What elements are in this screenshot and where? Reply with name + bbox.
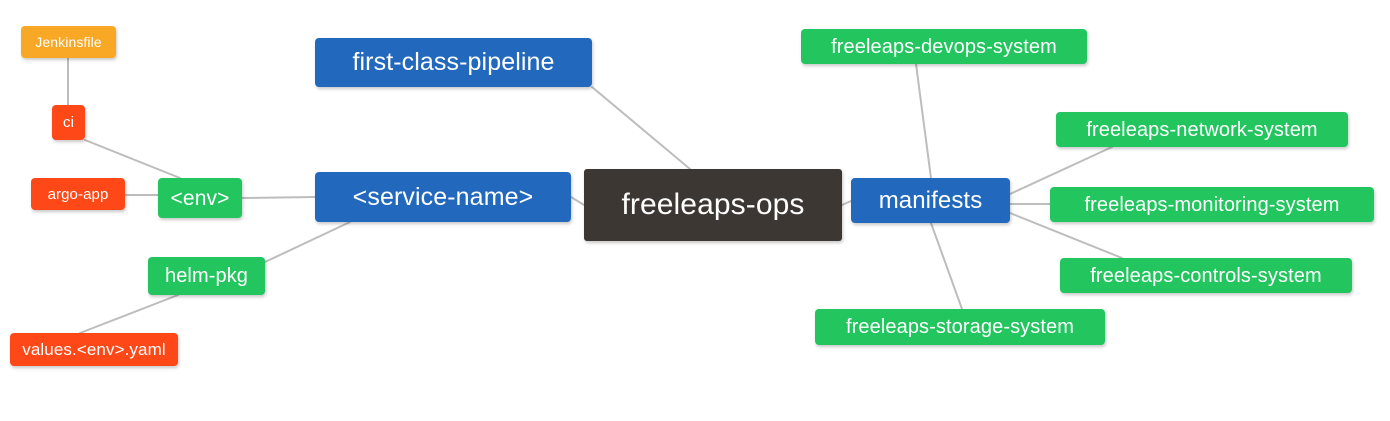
- mindmap-node-manifests[interactable]: manifests: [851, 178, 1010, 223]
- edge-freeleaps-ops-to-service-name: [570, 196, 585, 206]
- mindmap-node-helm-pkg[interactable]: helm-pkg: [148, 257, 265, 295]
- mindmap-node-first-class-pipeline[interactable]: first-class-pipeline: [315, 38, 592, 87]
- edge-helm-pkg-to-values-env-yaml: [79, 294, 179, 334]
- mindmap-node-service-name[interactable]: <service-name>: [315, 172, 571, 222]
- mindmap-node-freeleaps-controls-system[interactable]: freeleaps-controls-system: [1060, 258, 1352, 293]
- edge-service-name-to-env: [241, 196, 316, 199]
- mindmap-node-freeleaps-storage-system[interactable]: freeleaps-storage-system: [815, 309, 1105, 345]
- edge-env-to-ci: [84, 139, 181, 179]
- mindmap-node-jenkinsfile[interactable]: Jenkinsfile: [21, 26, 116, 58]
- mindmap-node-env[interactable]: <env>: [158, 178, 242, 218]
- mindmap-node-freeleaps-monitoring-system[interactable]: freeleaps-monitoring-system: [1050, 187, 1374, 222]
- edge-manifests-to-freeleaps-storage-system: [930, 222, 963, 310]
- mindmap-node-argo-app[interactable]: argo-app: [31, 178, 125, 210]
- mindmap-node-ci[interactable]: ci: [52, 105, 85, 140]
- edge-freeleaps-ops-to-manifests: [841, 200, 852, 206]
- mindmap-node-freeleaps-ops[interactable]: freeleaps-ops: [584, 169, 842, 241]
- edge-manifests-to-freeleaps-devops-system: [915, 63, 932, 179]
- mindmap-node-freeleaps-network-system[interactable]: freeleaps-network-system: [1056, 112, 1348, 147]
- edge-service-name-to-helm-pkg: [264, 221, 351, 263]
- mindmap-node-values-env-yaml[interactable]: values.<env>.yaml: [10, 333, 178, 366]
- edge-freeleaps-ops-to-first-class-pipeline: [591, 86, 691, 170]
- mindmap-node-freeleaps-devops-system[interactable]: freeleaps-devops-system: [801, 29, 1087, 64]
